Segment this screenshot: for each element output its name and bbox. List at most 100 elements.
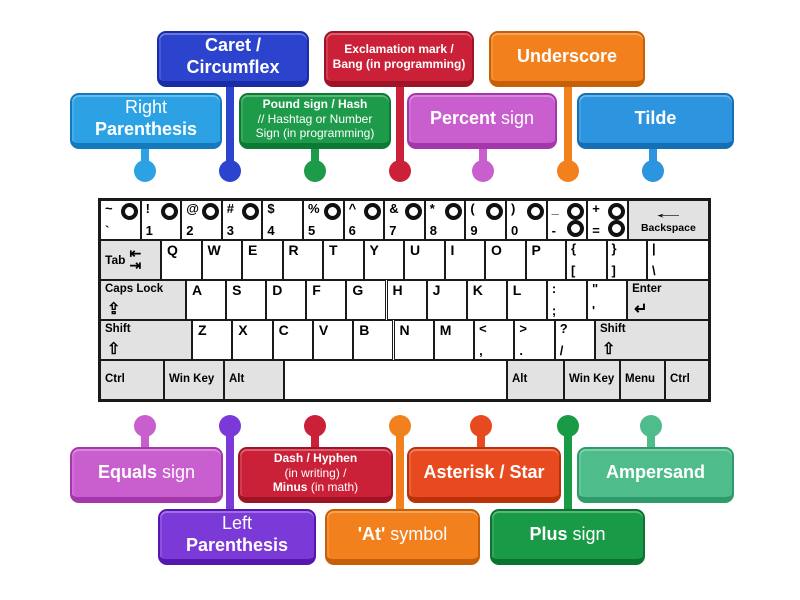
- label-ampersand[interactable]: Ampersand: [577, 447, 734, 503]
- label-text: Tilde: [634, 108, 677, 129]
- label-line: Asterisk / Star: [423, 462, 544, 484]
- label-text: Circumflex: [186, 57, 280, 77]
- answer-target-circle[interactable]: [404, 203, 422, 220]
- key-2-at: @2: [181, 200, 222, 240]
- key-win-key-left: Win Key: [164, 360, 224, 400]
- at-symbol-connector-line: [396, 426, 404, 515]
- exclamation-bang-connector-dot: [389, 160, 411, 182]
- equals-sign-connector-line: [141, 426, 149, 453]
- key-letter-t: T: [323, 240, 364, 280]
- key-symbol-bottom: 1: [145, 223, 153, 239]
- answer-target-circle[interactable]: [567, 220, 585, 237]
- key-symbol-bottom: 3: [226, 223, 235, 239]
- tilde-connector-dot: [642, 160, 664, 182]
- label-underscore[interactable]: Underscore: [489, 31, 645, 87]
- answer-target-circle[interactable]: [242, 203, 260, 220]
- key-letter-l: L: [506, 280, 547, 320]
- answer-target-circle[interactable]: [526, 203, 544, 220]
- label-caret-circumflex[interactable]: Caret /Circumflex: [157, 31, 309, 87]
- answer-target-circle[interactable]: [567, 203, 585, 220]
- caps-arrow-icon: ⇪: [107, 301, 121, 318]
- key-letter-k: K: [466, 280, 507, 320]
- answer-target-circle[interactable]: [161, 203, 179, 220]
- key-symbol-bottom: \: [652, 263, 656, 279]
- key-label: Menu: [625, 373, 656, 386]
- label-text: Parenthesis: [185, 535, 289, 555]
- key-enter: Enter ↵: [627, 280, 710, 320]
- label-text: // Hashtag or Number: [257, 111, 373, 126]
- label-line: Percent sign: [430, 108, 534, 130]
- answer-target-circle[interactable]: [607, 203, 625, 220]
- key-label: Tab: [105, 253, 126, 267]
- backspace-arrow-icon: ←: [650, 205, 687, 221]
- key-label: U: [410, 242, 421, 258]
- label-exclamation-bang[interactable]: Exclamation mark /Bang (in programming): [324, 31, 474, 87]
- pound-hash-connector-dot: [304, 160, 326, 182]
- key-symbol-top: %: [308, 201, 320, 216]
- key-letter-j: J: [426, 280, 467, 320]
- label-tilde[interactable]: Tilde: [577, 93, 734, 149]
- key-symbol-top: *: [429, 201, 435, 216]
- label-at-symbol[interactable]: 'At' symbol: [325, 509, 480, 565]
- key-spacebar: [284, 360, 507, 400]
- label-plus-sign[interactable]: Plus sign: [490, 509, 645, 565]
- answer-target-circle[interactable]: [201, 203, 219, 220]
- key-label: Alt: [512, 373, 528, 386]
- label-equals-sign[interactable]: Equals sign: [70, 447, 223, 503]
- enter-arrow-icon: ↵: [634, 301, 648, 318]
- answer-target-circle[interactable]: [120, 203, 138, 220]
- key-symbol-bottom: .: [519, 343, 524, 359]
- key-symbol-top: +: [592, 201, 600, 216]
- label-dash-hyphen-minus[interactable]: Dash / Hyphen(in writing) /Minus (in mat…: [238, 447, 393, 503]
- key-label: Enter: [632, 283, 662, 295]
- key-hyphen-underscore: _-: [546, 200, 588, 240]
- key-symbol-top: &: [389, 201, 399, 216]
- key-alt-right: Alt: [507, 360, 564, 400]
- label-line: Minus (in math): [273, 480, 358, 495]
- percent-sign-connector-dot: [472, 160, 494, 182]
- tab-arrows-icon: ⇤⇥: [129, 245, 142, 272]
- answer-target-circle[interactable]: [323, 203, 341, 220]
- key-letter-d: D: [266, 280, 307, 320]
- key-label: J: [432, 282, 441, 298]
- key-6-caret: ^6: [343, 200, 385, 240]
- answer-target-circle[interactable]: [485, 203, 503, 220]
- answer-target-circle[interactable]: [607, 220, 625, 237]
- key-symbol-top: #: [226, 201, 235, 216]
- key-label: A: [192, 282, 203, 298]
- key-symbol-bottom: /: [559, 343, 564, 359]
- key-5-percent: %5: [303, 200, 344, 240]
- key-symbol-bottom: 6: [348, 223, 356, 239]
- key-letter-u: U: [404, 240, 445, 280]
- key-label: I: [450, 242, 455, 258]
- key-letter-c: C: [272, 320, 313, 360]
- label-line: Left: [222, 513, 252, 535]
- label-line: Bang (in programming): [333, 57, 466, 72]
- key-letter-i: I: [444, 240, 485, 280]
- asterisk-star-connector-line: [477, 426, 485, 453]
- label-line: Exclamation mark /: [344, 42, 453, 57]
- tab-left-arrow-icon: ⇤: [129, 245, 142, 262]
- key-letter-x: X: [232, 320, 273, 360]
- underscore-connector-dot: [557, 160, 579, 182]
- label-text: sign: [496, 108, 535, 129]
- answer-target-circle[interactable]: [445, 203, 463, 220]
- underscore-connector-line: [564, 81, 572, 171]
- key-letter-v: V: [312, 320, 354, 360]
- label-line: Dash / Hyphen: [274, 451, 357, 466]
- label-percent-sign[interactable]: Percent sign: [407, 93, 557, 149]
- answer-target-circle[interactable]: [364, 203, 382, 220]
- key-symbol-bottom: ': [592, 303, 596, 319]
- key-backquote-tilde: ~`: [100, 200, 141, 240]
- key-symbol-bottom: 8: [429, 223, 438, 239]
- key-label: E: [248, 242, 258, 258]
- label-line: Tilde: [635, 108, 677, 130]
- shift-arrow-icon: ⇧: [107, 341, 121, 358]
- key-letter-r: R: [282, 240, 323, 280]
- label-asterisk-star[interactable]: Asterisk / Star: [407, 447, 561, 503]
- key-symbol-top: {: [571, 241, 577, 256]
